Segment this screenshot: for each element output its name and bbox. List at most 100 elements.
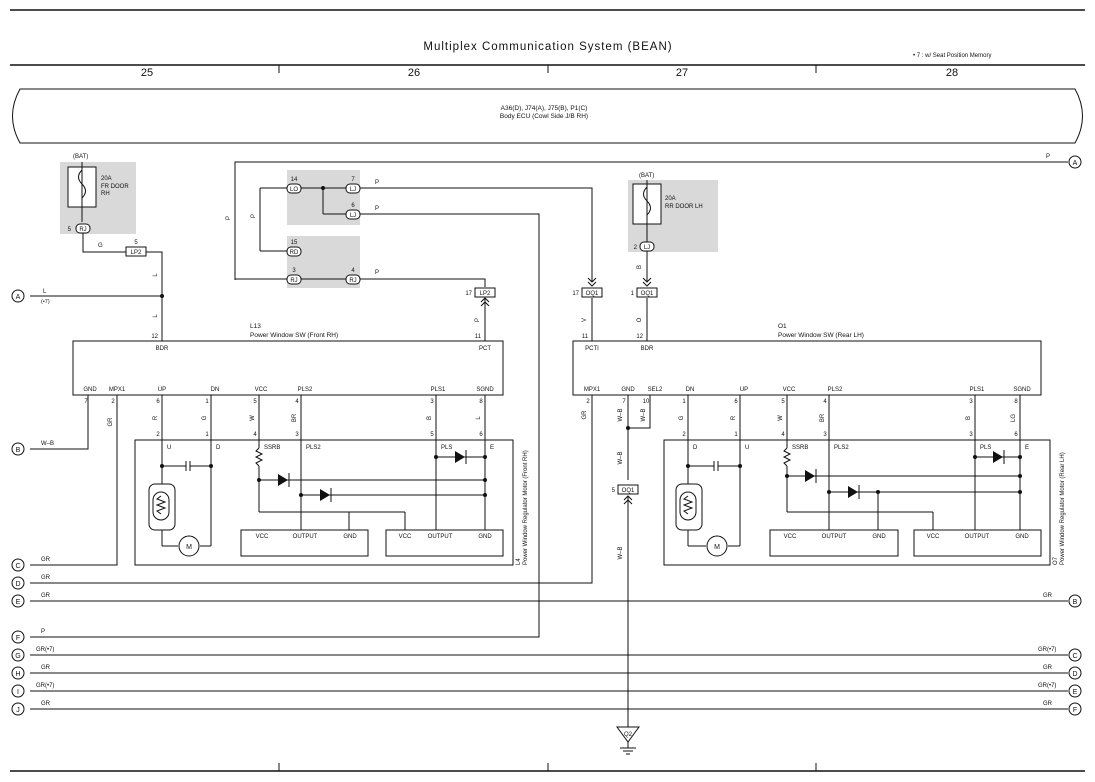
svg-text:GR: GR xyxy=(1043,665,1053,671)
svg-text:D: D xyxy=(693,445,698,451)
svg-text:7: 7 xyxy=(84,399,88,405)
svg-text:SGND: SGND xyxy=(1013,387,1031,393)
svg-text:UP: UP xyxy=(740,387,748,393)
svg-text:P: P xyxy=(375,180,379,186)
svg-text:MPX1: MPX1 xyxy=(584,387,601,393)
svg-text:4: 4 xyxy=(823,399,827,405)
svg-text:12: 12 xyxy=(636,334,643,340)
terminal-label: D xyxy=(1072,671,1077,678)
svg-text:GR(•7): GR(•7) xyxy=(1038,683,1056,689)
svg-text:17: 17 xyxy=(572,291,579,297)
svg-text:LJ: LJ xyxy=(644,245,650,251)
svg-text:GR: GR xyxy=(41,593,51,599)
svg-text:B: B xyxy=(637,265,643,269)
svg-text:OUTPUT: OUTPUT xyxy=(822,534,847,540)
svg-text:SGND: SGND xyxy=(476,387,494,393)
svg-text:U: U xyxy=(745,445,749,451)
svg-text:P: P xyxy=(251,214,257,218)
svg-text:OUTPUT: OUTPUT xyxy=(428,534,453,540)
left-terminals: A B C D E F G H I J xyxy=(11,289,25,716)
svg-text:LJ: LJ xyxy=(350,187,356,193)
svg-text:5: 5 xyxy=(253,399,257,405)
wires: P P P P P P P G L L L (•7) V xyxy=(30,154,1068,727)
fuse-fr-door-rh: (BAT) 20A FR DOOR RH RJ 5 xyxy=(60,154,136,234)
svg-text:1: 1 xyxy=(631,291,635,297)
svg-text:6: 6 xyxy=(734,399,738,405)
svg-text:4: 4 xyxy=(781,432,785,438)
power-window-switch-rear-lh: O1 Power Window SW (Rear LH) PCTI BDR 11… xyxy=(572,323,1042,405)
svg-text:P: P xyxy=(1046,154,1050,160)
ecu-name: Body ECU (Cowl Side J/B RH) xyxy=(500,113,588,120)
svg-text:1: 1 xyxy=(205,399,209,405)
svg-text:6: 6 xyxy=(156,399,160,405)
svg-text:VCC: VCC xyxy=(783,387,796,393)
svg-text:E: E xyxy=(1025,445,1029,451)
svg-text:GND: GND xyxy=(1015,534,1029,540)
svg-text:17: 17 xyxy=(465,291,472,297)
svg-text:GR: GR xyxy=(1043,593,1053,599)
terminal-label: E xyxy=(1073,689,1078,696)
svg-text:6: 6 xyxy=(479,432,483,438)
svg-text:PLS2: PLS2 xyxy=(298,387,313,393)
svg-text:2: 2 xyxy=(634,245,638,251)
svg-text:LG: LG xyxy=(1011,414,1017,422)
svg-text:3: 3 xyxy=(969,432,973,438)
svg-text:20A: 20A xyxy=(101,176,112,182)
svg-text:RJ: RJ xyxy=(290,278,297,284)
svg-text:6: 6 xyxy=(351,203,355,209)
svg-text:PLS: PLS xyxy=(441,445,452,451)
svg-text:MPX1: MPX1 xyxy=(109,387,126,393)
terminal-label: C xyxy=(15,563,20,570)
svg-text:GND: GND xyxy=(83,387,97,393)
svg-text:VCC: VCC xyxy=(399,534,412,540)
switch-id: L13 xyxy=(250,323,261,330)
svg-text:OQ1: OQ1 xyxy=(622,488,635,494)
svg-text:PCT: PCT xyxy=(479,346,491,352)
svg-text:LP2: LP2 xyxy=(131,250,142,256)
motor-name: Power Window Regulator Motor (Rear LH) xyxy=(1060,452,1066,565)
terminal-label: B xyxy=(1073,599,1078,606)
svg-text:GND: GND xyxy=(621,387,635,393)
terminal-label: G xyxy=(15,653,20,660)
svg-text:PCTI: PCTI xyxy=(585,346,599,352)
svg-text:LO: LO xyxy=(290,187,298,193)
svg-text:P: P xyxy=(375,270,379,276)
svg-text:VCC: VCC xyxy=(784,534,797,540)
motor-icon xyxy=(706,535,728,557)
svg-text:BDR: BDR xyxy=(156,346,169,352)
svg-text:W–B: W–B xyxy=(618,408,624,421)
svg-text:3: 3 xyxy=(292,268,296,274)
window-regulator-motor-front-rh: L4 Power Window Regulator Motor (Front R… xyxy=(134,432,529,566)
svg-text:W: W xyxy=(250,415,256,421)
svg-text:2: 2 xyxy=(111,399,115,405)
svg-text:GR: GR xyxy=(582,410,588,420)
svg-text:L: L xyxy=(153,314,159,318)
svg-text:U: U xyxy=(167,445,171,451)
svg-text:5: 5 xyxy=(781,399,785,405)
terminal-label: H xyxy=(15,671,20,678)
svg-text:G: G xyxy=(202,415,208,420)
svg-text:20A: 20A xyxy=(665,196,676,202)
svg-text:M: M xyxy=(186,544,192,551)
svg-text:3: 3 xyxy=(295,432,299,438)
svg-text:BR: BR xyxy=(820,413,826,422)
svg-text:DN: DN xyxy=(686,387,695,393)
terminal-label: A xyxy=(1073,160,1078,167)
svg-text:W: W xyxy=(778,415,784,421)
svg-text:GR(•7): GR(•7) xyxy=(1038,647,1056,653)
svg-text:(BAT): (BAT) xyxy=(73,154,88,160)
svg-text:W–B: W–B xyxy=(641,408,647,421)
svg-text:SSRB: SSRB xyxy=(264,445,280,451)
svg-text:1: 1 xyxy=(205,432,209,438)
terminal-label: B xyxy=(16,447,21,454)
terminal-label: F xyxy=(16,635,20,642)
svg-text:5: 5 xyxy=(612,488,616,494)
svg-text:GR: GR xyxy=(41,665,51,671)
svg-text:PLS: PLS xyxy=(980,445,991,451)
svg-text:W–B: W–B xyxy=(618,546,624,559)
page-title: Multiplex Communication System (BEAN) xyxy=(423,41,672,53)
svg-text:O: O xyxy=(637,317,643,322)
switch-name: Power Window SW (Rear LH) xyxy=(778,332,864,339)
svg-text:R: R xyxy=(153,415,159,420)
svg-text:2: 2 xyxy=(156,432,160,438)
